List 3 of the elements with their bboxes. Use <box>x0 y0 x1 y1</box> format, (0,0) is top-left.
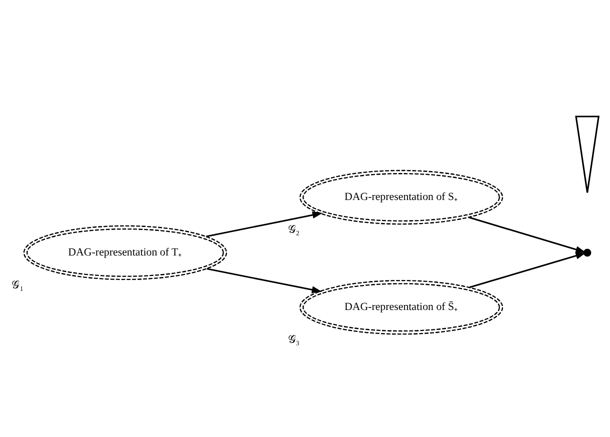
node-label: 𝒢₃ <box>288 334 300 346</box>
node-label: 𝒢₂ <box>288 224 300 236</box>
node-label: 𝒢₁ <box>12 279 24 292</box>
